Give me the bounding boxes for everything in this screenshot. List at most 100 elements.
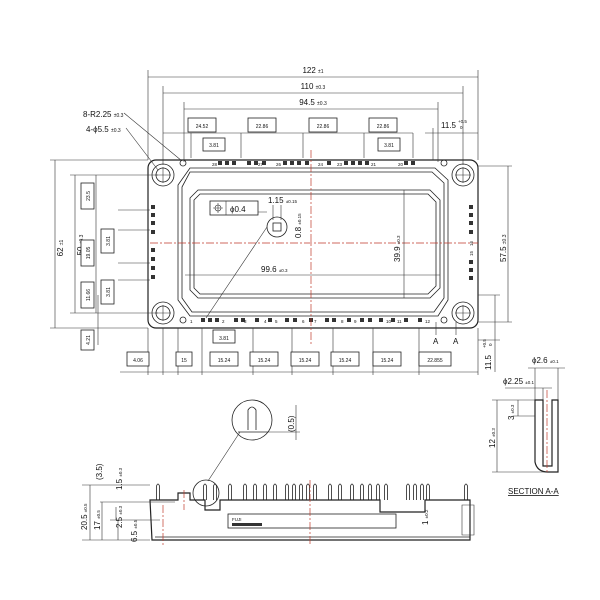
side-pin (306, 483, 310, 500)
side-pin (464, 483, 468, 500)
product-label (227, 513, 397, 529)
terminal-pin (247, 161, 251, 165)
svg-text:6: 6 (302, 319, 305, 324)
terminal-pin (379, 318, 383, 322)
svg-text:22.86: 22.86 (256, 124, 269, 130)
side-pin (156, 483, 160, 500)
terminal-pin (151, 213, 155, 217)
side-pin (350, 483, 354, 500)
terminal-pin (347, 318, 351, 322)
svg-text:(0.5): (0.5) (287, 415, 296, 432)
mounting-holes (151, 159, 475, 325)
svg-text:0: 0 (460, 125, 463, 130)
side-pin (420, 483, 424, 500)
svg-text:5: 5 (275, 319, 278, 324)
pin-detail-circle (266, 216, 288, 238)
side-pin (426, 483, 430, 500)
svg-text:24: 24 (318, 162, 324, 167)
svg-text:23: 23 (337, 162, 343, 167)
terminal-pin (268, 318, 272, 322)
svg-text:19.05: 19.05 (86, 247, 92, 260)
terminal-pin (469, 276, 473, 280)
svg-text:12: 12 (425, 319, 431, 324)
side-pin (213, 483, 217, 500)
svg-text:3.81: 3.81 (106, 236, 112, 246)
section-title: SECTION A-A (508, 487, 559, 496)
terminal-pin (469, 205, 473, 209)
svg-text:6.5 ±0.5: 6.5 ±0.5 (130, 519, 139, 542)
svg-text:20: 20 (398, 162, 404, 167)
terminal-pin (151, 221, 155, 225)
terminal-pin (151, 230, 155, 234)
svg-text:1.5 ±0.3: 1.5 ±0.3 (115, 467, 124, 490)
svg-text:11.66: 11.66 (86, 289, 92, 301)
svg-text:27: 27 (258, 162, 264, 167)
svg-text:1.15 ±0.15: 1.15 ±0.15 (268, 196, 298, 205)
svg-text:9: 9 (354, 319, 357, 324)
svg-text:3.81: 3.81 (209, 143, 219, 149)
terminal-pin (290, 161, 294, 165)
terminal-pin (360, 318, 364, 322)
terminal-pin (255, 318, 259, 322)
side-pin (299, 483, 303, 500)
svg-text:11.5: 11.5 (484, 354, 493, 370)
svg-text:4.06: 4.06 (133, 358, 143, 364)
side-pin (203, 483, 207, 500)
terminal-pin (151, 205, 155, 209)
detail-circle (231, 399, 273, 441)
svg-text:3: 3 (244, 319, 247, 324)
terminal-pin (325, 318, 329, 322)
svg-text:22.855: 22.855 (427, 358, 443, 364)
terminal-pin (262, 161, 266, 165)
side-pin (360, 483, 364, 500)
side-pin (292, 483, 296, 500)
svg-text:16: 16 (469, 240, 474, 246)
svg-text:1 ±0.2: 1 ±0.2 (421, 509, 430, 525)
side-pin (376, 483, 380, 500)
side-pin (285, 483, 289, 500)
terminal-pin (151, 266, 155, 270)
svg-text:15.24: 15.24 (218, 358, 231, 364)
section-a-a: ϕ2.6 ±0.1 ϕ2.25 ±0.1 3 ±0.3 12 ±0.3 SECT… (488, 356, 565, 496)
side-pin (338, 483, 342, 500)
side-pin (313, 483, 317, 500)
brand-label: FUJI (232, 517, 242, 522)
svg-text:3 ±0.3: 3 ±0.3 (507, 404, 516, 420)
hole-note: 4-ϕ5.5 ±0.3 (86, 125, 121, 134)
terminal-pin (285, 318, 289, 322)
svg-text:ϕ2.6 ±0.1: ϕ2.6 ±0.1 (532, 356, 559, 365)
svg-text:3.81: 3.81 (219, 336, 229, 342)
window (189, 189, 441, 299)
svg-text:110 ±0.3: 110 ±0.3 (301, 82, 326, 91)
terminal-pin (225, 161, 229, 165)
svg-text:12 ±0.3: 12 ±0.3 (488, 428, 497, 448)
terminal-pin (368, 318, 372, 322)
svg-text:20.5 ±0.5: 20.5 ±0.5 (80, 503, 89, 530)
terminal-pin (297, 161, 301, 165)
svg-text:26: 26 (276, 162, 282, 167)
side-pin (263, 483, 267, 500)
svg-text:2.5 ±0.3: 2.5 ±0.3 (115, 505, 124, 528)
module-outline (147, 159, 479, 329)
terminal-pin (234, 318, 238, 322)
svg-text:22.86: 22.86 (317, 124, 330, 130)
svg-text:15: 15 (181, 358, 187, 364)
svg-text:15.24: 15.24 (381, 358, 394, 364)
terminal-pins (151, 161, 473, 322)
dim-11-5-top: 11.5 (441, 121, 457, 130)
svg-text:24.52: 24.52 (196, 124, 209, 130)
svg-text:ϕ0.4: ϕ0.4 (230, 205, 246, 214)
terminal-pin (232, 161, 236, 165)
terminal-pin (418, 318, 422, 322)
svg-text:21: 21 (371, 162, 377, 167)
terminal-pin (351, 161, 355, 165)
terminal-pin (404, 161, 408, 165)
side-pin (243, 483, 247, 500)
svg-text:39.9 ±0.3: 39.9 ±0.3 (393, 235, 402, 262)
svg-text:(3.5): (3.5) (95, 463, 104, 480)
top-view: 122 ±1 110 ±0.3 94.5 ±0.3 24.52 22.86 22… (50, 66, 512, 375)
svg-text:94.5 ±0.3: 94.5 ±0.3 (299, 98, 327, 107)
left-boxes: 23.5 19.05 11.66 3.81 3.81 4.21 (80, 182, 115, 351)
side-pins (156, 483, 468, 500)
svg-text:+0.5: +0.5 (458, 119, 467, 124)
